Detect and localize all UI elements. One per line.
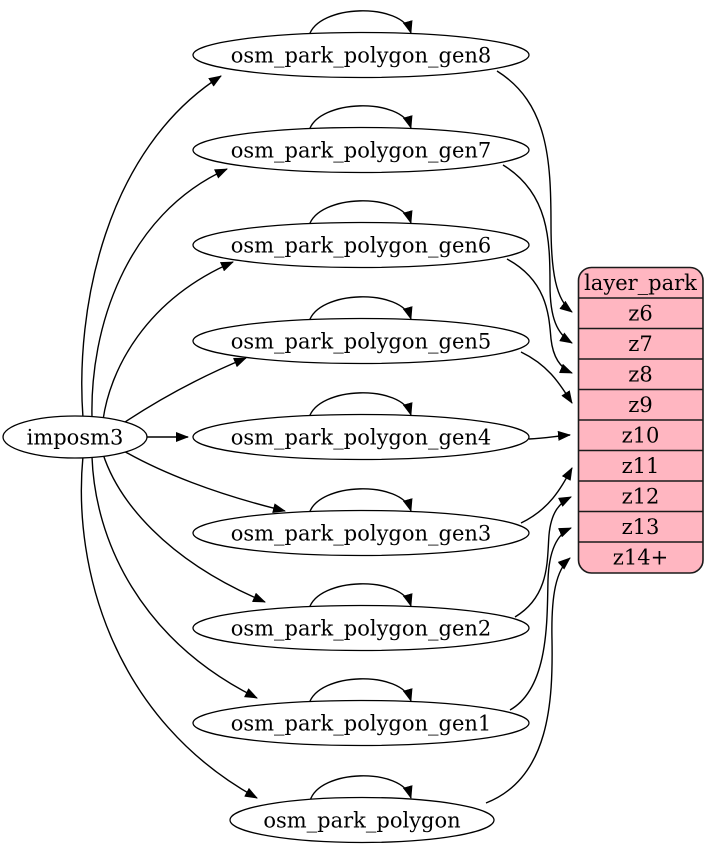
layer-park-row-z12: z12 [622,485,660,509]
layer-park-row-z8: z8 [628,363,652,387]
gen7-label: osm_park_polygon_gen7 [231,139,492,163]
self-loop-polygon [309,775,413,802]
self-loop-gen8 [308,10,413,37]
node-osm-park-polygon-gen4: osm_park_polygon_gen4 [192,413,530,461]
edge-imposm3-to-gen8 [81,75,222,419]
edge-gen6-to-z8 [506,258,573,374]
edge-gen8-to-z6 [496,70,573,313]
gen2-ellipse [192,604,530,652]
edge-polygon-to-z14 [485,557,571,804]
layer-park-row-z9: z9 [628,393,652,417]
layer-park-row-z11: z11 [622,454,660,478]
gen4-label: osm_park_polygon_gen4 [231,426,492,450]
self-loop-gen1 [308,678,413,705]
gen5-label: osm_park_polygon_gen5 [231,330,492,354]
edge-imposm3-to-polygon [80,455,258,799]
edge-gen4-to-z10 [528,430,571,441]
polygon-label: osm_park_polygon [263,809,460,833]
gen3-ellipse [192,509,530,557]
gen5-ellipse [192,317,530,365]
edge-gen1-to-z13 [509,527,572,711]
gen2-label: osm_park_polygon_gen2 [231,617,492,641]
edge-imposm3-to-gen6 [102,261,234,421]
edge-imposm3-to-gen2 [102,453,266,603]
gen3-label: osm_park_polygon_gen3 [231,522,492,546]
edge-imposm3-to-gen3 [121,449,286,514]
node-osm-park-polygon: osm_park_polygon [229,796,495,844]
layer-park-row-z7: z7 [628,332,652,356]
layer-park-title: layer_park [584,271,697,295]
layer-park-table: layer_park z6 z7 z8 z9 z10 z11 z12 z13 z… [577,266,704,574]
gen1-ellipse [192,699,530,747]
node-osm-park-polygon-gen7: osm_park_polygon_gen7 [192,126,530,174]
self-loop-gen7 [308,105,413,132]
edge-imposm3-to-gen5 [121,357,247,425]
gen6-ellipse [192,221,530,269]
node-osm-park-polygon-gen8: osm_park_polygon_gen8 [192,31,530,79]
self-loop-gen5 [308,296,413,323]
edge-imposm3-to-gen7 [91,168,228,418]
layer-park-row-z14plus: z14+ [613,546,668,570]
gen1-label: osm_park_polygon_gen1 [231,712,492,736]
edge-gen3-to-z11 [520,467,573,524]
node-osm-park-polygon-gen5: osm_park_polygon_gen5 [192,317,530,365]
gen8-label: osm_park_polygon_gen8 [231,44,492,68]
edge-gen5-to-z9 [520,351,573,404]
gen7-ellipse [192,126,530,174]
layer-park-row-z10: z10 [622,424,660,448]
gen4-ellipse [192,413,530,461]
gen6-label: osm_park_polygon_gen6 [231,234,492,258]
self-loops [308,10,413,802]
node-osm-park-polygon-gen2: osm_park_polygon_gen2 [192,604,530,652]
node-imposm3: imposm3 [2,415,148,459]
imposm3-label: imposm3 [27,426,124,450]
node-osm-park-polygon-gen6: osm_park_polygon_gen6 [192,221,530,269]
node-osm-park-polygon-gen3: osm_park_polygon_gen3 [192,509,530,557]
edge-gen7-to-z7 [502,164,573,344]
gen8-ellipse [192,31,530,79]
self-loop-gen2 [308,583,413,610]
self-loop-gen3 [308,488,413,515]
self-loop-gen4 [308,392,413,419]
edges-imposm3-fanout [80,75,286,799]
imposm3-ellipse [2,415,148,459]
edges-tables-to-layer [485,70,573,804]
node-osm-park-polygon-gen1: osm_park_polygon_gen1 [192,699,530,747]
edge-gen2-to-z12 [514,496,572,618]
layer-park-row-z13: z13 [622,515,660,539]
polygon-ellipse [229,796,495,844]
layer-park-row-z6: z6 [628,302,652,326]
edge-imposm3-to-gen1 [91,456,258,699]
self-loop-gen6 [308,200,413,227]
